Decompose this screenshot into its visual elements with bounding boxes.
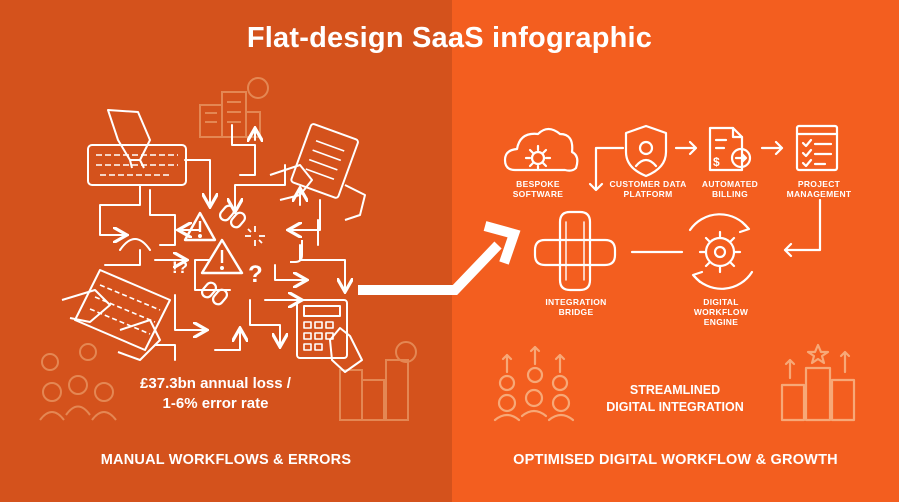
left-panel <box>0 0 452 502</box>
loss-statistic: £37.3bn annual loss /1-6% error rate <box>140 375 291 412</box>
tangled-workflow-lines <box>99 124 345 361</box>
svg-text:$: $ <box>713 155 720 169</box>
question-icon: !? <box>172 258 188 277</box>
invoice-icon: $ <box>708 126 752 172</box>
gear-cycle-icon <box>688 213 754 290</box>
question-icon: ? <box>248 261 263 288</box>
spark-icon <box>245 226 265 246</box>
left-footer: MANUAL WORKFLOWS & ERRORS <box>100 452 352 468</box>
clipboard-hand-icon <box>269 123 366 221</box>
cloud-gear-icon <box>503 127 579 172</box>
team-icon <box>39 343 117 421</box>
building-icon <box>199 77 269 138</box>
laptop-hands-icon <box>61 269 171 361</box>
integration-knot-icon <box>533 210 617 292</box>
broken-link-icon <box>200 281 229 306</box>
checklist-icon <box>795 124 839 172</box>
right-arrow-head <box>483 221 521 265</box>
warning-icon <box>200 238 244 275</box>
shield-user-icon <box>624 124 668 178</box>
keyboard-hand-icon <box>87 109 187 186</box>
calculator-hand-icon <box>296 299 363 373</box>
flow-arrows <box>588 140 822 258</box>
growth-team-icon <box>493 345 575 422</box>
hook-icon <box>290 240 303 263</box>
page-title: Flat-design SaaS infographic <box>246 22 653 54</box>
building-icon <box>339 341 417 421</box>
right-arrow-icon <box>358 241 502 295</box>
broken-link-icon <box>218 204 247 229</box>
warning-icon <box>183 211 217 242</box>
growth-buildings-icon <box>780 343 856 422</box>
right-footer: OPTIMISED DIGITAL WORKFLOW & GROWTH <box>513 452 838 468</box>
